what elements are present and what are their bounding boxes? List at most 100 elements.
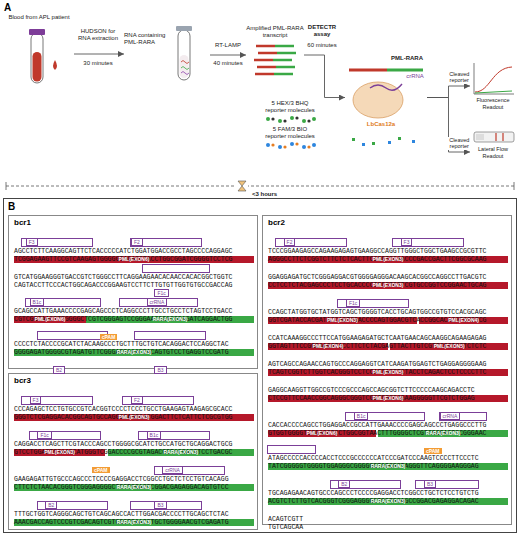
text-slot: bcr2	[268, 219, 328, 228]
stage-label: LbCas12a	[353, 121, 409, 128]
panel-heading: bcr2	[268, 219, 328, 228]
primer-tag: F1c	[346, 299, 360, 307]
exon-bar: RARA(EXON3)	[14, 349, 254, 356]
workflow-stage: RNA containing PML-RARA	[124, 22, 210, 88]
sequence-line: CACCACCCCAGCCTGGAGGACCGCCATTGAAACCCCGAGC…	[268, 422, 486, 430]
sequence-line: TCCCGGAAGAGCCAGAAGAGAGTGAAGGCCAGGTTGGGCT…	[268, 248, 486, 256]
drawing-part	[266, 143, 270, 147]
text-slot: B3	[424, 472, 436, 490]
sequence-line: TTTGCTGGTCAGGGCAGCTGTCAGCAGCCACTTGGACGAC…	[14, 511, 229, 519]
exon-bar: PML(EXON4)	[419, 317, 508, 324]
drawing-part	[236, 180, 248, 192]
sequence-line: TGCAGAGAACAGTGCCCAGCCCTCCCCGAGGACCTCGGCC…	[268, 490, 479, 498]
exon-bar: RARA(EXON3)	[14, 519, 254, 526]
primer-tag: B3	[154, 366, 166, 374]
sequence-line: CCAGCTATGGTGCTATGGTCAGCTGGGGTCACCTGCAGTG…	[268, 309, 486, 317]
connector	[304, 55, 345, 98]
exon-bar: RARA(EXON3)	[268, 498, 508, 505]
sequence-panel: bcr2F2F3TCCCGGAAGAGCCAGAAGAGAGTGAAGGCCAG…	[262, 215, 512, 525]
text-slot: HUDSON for RNA extraction	[74, 28, 122, 42]
workflow-stage: Blood from APL patient	[4, 14, 74, 94]
step-label: DETECTR assay	[302, 24, 342, 38]
text-slot: PML-RARA	[389, 55, 425, 62]
text-slot: RNA containing PML-RARA	[124, 32, 174, 46]
drawing-part	[475, 67, 512, 92]
primer-tag: F2	[131, 396, 143, 404]
text-slot: GAAGAGATTGTGCCCAGCCCTCCCCGAGGACCTCGGCCTG…	[14, 467, 254, 485]
sequence-line: TGTCAGCAA	[268, 524, 303, 532]
exon-bar: PML(EXON3)	[14, 414, 254, 421]
pam-tag: cPAM	[100, 334, 118, 340]
exon-bar: RARA(EXON3)	[108, 449, 254, 456]
text-slot: B1c	[354, 404, 369, 422]
text-slot: 5 FAM/3 BIO reporter molecules	[262, 126, 318, 140]
drawing-part	[370, 84, 402, 90]
drawing-part	[307, 119, 310, 122]
panel-letter: B	[8, 201, 22, 212]
step-label: 60 minutes	[302, 42, 342, 49]
drawing-part	[277, 52, 296, 55]
drawing-part	[290, 116, 294, 120]
primer-tag: B1c	[147, 431, 162, 439]
text-slot: GCAGCCATTGAAACCCCGAGCAGCCCTCAGGCCCTTGCCT…	[14, 299, 254, 317]
drawing-part	[502, 133, 503, 141]
drawing-part	[181, 61, 189, 64]
drawing-part	[6, 182, 7, 190]
drawing-part	[266, 117, 270, 121]
text-slot: GTCATGGAAGGGTGACCGTCTGGGCCTTCAGGAAGAACAC…	[14, 265, 254, 283]
text-slot: RARA(EXON3)	[86, 316, 254, 323]
lateral-flow-strip	[474, 132, 514, 142]
drawing-part	[290, 142, 294, 146]
text-slot: Fluorescence Readout	[470, 97, 516, 110]
text-slot: PML(EXON3)	[14, 414, 254, 421]
drawing-part	[495, 133, 496, 141]
text-slot: 30 minutes	[74, 60, 122, 67]
drawing-part	[352, 137, 401, 145]
drawing-part	[271, 117, 274, 120]
sequence-line: AGTCAGCCAGAACCAGTGCCCAGGAGGTCATCAAGATGGA…	[268, 361, 486, 369]
sequence-line: GTCATGGAAGGGTGACCGTCTGGGCCTTCAGGAAGAACAC…	[14, 274, 232, 282]
text-slot: PML(EXON5)	[268, 369, 508, 376]
blood-tube	[29, 29, 57, 83]
exon-bar: RARA(EXON3)	[268, 463, 508, 470]
text-slot: crRNA	[162, 458, 183, 476]
stage-label: Fluorescence Readout	[470, 97, 516, 110]
step-label: RT-LAMP	[210, 42, 246, 49]
sequence-line: GAAGAGATTGTGCCCAGCCCTCCCCGAGGACCTCGGCCTG…	[14, 476, 229, 484]
drawing-part	[295, 142, 298, 145]
panel-heading: bcr1	[14, 219, 74, 228]
amplicon-bars	[254, 46, 296, 74]
drawing-part	[31, 33, 43, 83]
sequence-line: CAGTACCTTCCCACTGGCAGACCCGGAAGTCCTTCTTGTG…	[14, 282, 232, 290]
connector	[210, 55, 246, 56]
drawing-part	[302, 119, 306, 123]
step-label: 30 minutes	[74, 60, 122, 67]
drawing-part	[302, 145, 306, 149]
drawing-part	[33, 52, 42, 82]
drawing-part	[352, 138, 355, 141]
exon-bar: PML(EXON6)	[14, 316, 86, 323]
step-label: 40 minutes	[210, 60, 246, 67]
text-slot: PML(EXON4)	[419, 317, 508, 324]
sequence-line: CCCAGAGCTCCTGTGCCGTCACGGTCCCCTCCCTGCCTGA…	[14, 406, 232, 414]
pam-tag: cPAM	[424, 448, 442, 454]
primer-tag: B2	[338, 480, 350, 488]
drawing-part	[258, 52, 277, 55]
text-slot: DETECTR assay	[302, 24, 342, 38]
drawing-part	[312, 117, 316, 121]
primer-tag: F1c	[154, 289, 168, 297]
connector-group	[74, 54, 470, 152]
exon-bar: PML(EXON4)	[268, 343, 388, 350]
drawing-part	[181, 67, 189, 70]
panel-letter: A	[4, 2, 18, 13]
text-slot: crRNA	[440, 404, 461, 422]
stage-label: RNA containing PML-RARA	[124, 32, 174, 46]
edge-label: Cleaved reporter	[445, 71, 473, 84]
step-label: <3 hours	[250, 191, 279, 198]
exon-bar: PML(EXON5)	[268, 369, 508, 376]
text-slot: RARA(EXON3)	[14, 349, 254, 356]
text-slot: cPAM	[92, 458, 110, 476]
text-slot: RARA(EXON3)	[14, 484, 254, 491]
text-slot: PML(EXON6)	[14, 316, 86, 323]
primer-tag: F3	[26, 238, 38, 246]
